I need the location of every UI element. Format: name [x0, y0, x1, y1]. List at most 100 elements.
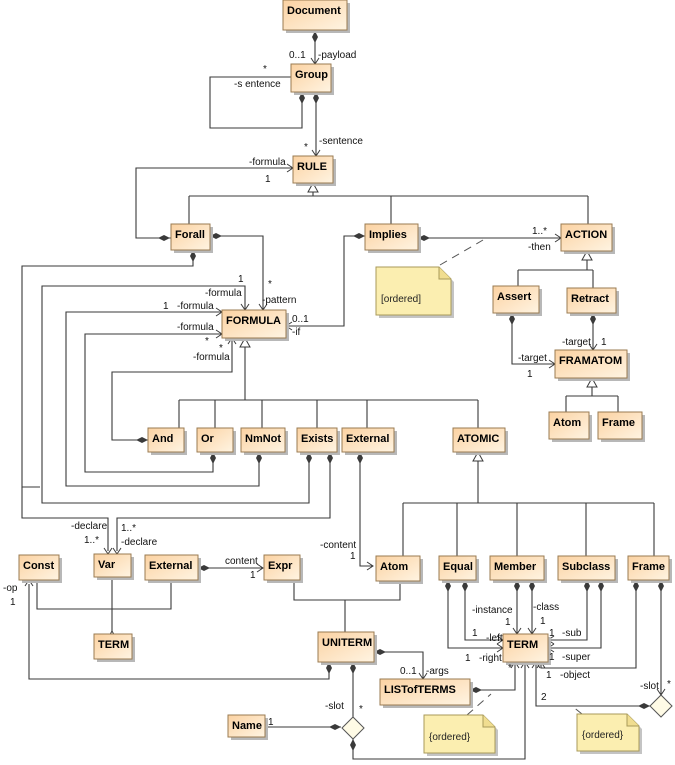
- label-instance-mult: 1: [505, 617, 511, 628]
- label-class-mult: 1: [540, 616, 546, 627]
- class-box: [292, 155, 334, 184]
- label-payload-mult: 0..1: [289, 50, 306, 61]
- edge-exists-declare: [116, 452, 331, 551]
- edge-uniterm-generalization: [293, 580, 401, 632]
- class-framatom[interactable]: FRAMATOM: [554, 349, 630, 381]
- class-equal[interactable]: Equal: [438, 555, 479, 583]
- class-assert[interactable]: Assert: [492, 285, 542, 316]
- class-implies[interactable]: Implies: [364, 223, 421, 253]
- class-name: Frame: [632, 561, 665, 573]
- label-atom-content-mult: 1: [350, 551, 356, 562]
- label-op-role: -op: [3, 583, 18, 594]
- class-action[interactable]: ACTION: [560, 223, 615, 254]
- class-name: Var: [98, 559, 116, 571]
- label-right-role: -right: [479, 653, 502, 664]
- edge-list-term: [470, 662, 516, 691]
- class-name: UNITERM: [322, 637, 372, 649]
- class-name: Or: [201, 433, 215, 445]
- label-instance-role: -instance: [472, 605, 513, 616]
- label-args-mult: 0..1: [400, 666, 417, 677]
- class-box: [290, 63, 332, 93]
- class-name[interactable]: Name: [227, 714, 268, 740]
- class-var[interactable]: Var: [93, 553, 134, 580]
- class-uniterm[interactable]: UNITERM: [317, 631, 377, 665]
- label-assert-target-role: -target: [518, 353, 547, 364]
- class-atom-fa[interactable]: Atom: [548, 411, 592, 442]
- class-box: [597, 411, 643, 440]
- class-box: [227, 714, 266, 738]
- class-nmnot[interactable]: NmNot: [240, 427, 288, 455]
- label-forall-formula-role: -formula: [249, 157, 286, 168]
- class-member[interactable]: Member: [489, 555, 547, 583]
- label-op-mult: 1: [10, 597, 16, 608]
- composition-diamond-icon: [329, 724, 341, 730]
- generalization-triangle-icon: [472, 450, 484, 462]
- label-retract-target-role: -target: [562, 337, 591, 348]
- label-super-role: -super: [562, 652, 591, 663]
- class-name: Implies: [369, 229, 407, 241]
- note-link-then: [439, 239, 484, 266]
- class-name: RULE: [297, 161, 327, 173]
- label-atom-content-role: -content: [320, 540, 356, 551]
- class-name: ACTION: [565, 229, 607, 241]
- edge-term-generalization: [36, 577, 172, 631]
- class-name: Retract: [571, 293, 609, 305]
- label-right-mult: 1: [465, 653, 471, 664]
- class-retract[interactable]: Retract: [566, 287, 619, 316]
- class-name: TERM: [98, 639, 129, 651]
- class-formula[interactable]: FORMULA: [221, 309, 289, 341]
- class-name: Name: [232, 720, 262, 732]
- edge-and-formula: [111, 338, 233, 441]
- label-content-mult: 1: [250, 570, 256, 581]
- class-exists[interactable]: Exists: [296, 427, 340, 455]
- edge-term-slot2: [535, 662, 650, 707]
- label-rule-sentence-role: -sentence: [319, 136, 363, 147]
- composition-diamond-icon: [353, 233, 365, 239]
- label-object-role: -object: [560, 670, 590, 681]
- class-atom[interactable]: Atom: [375, 555, 423, 584]
- label-payload-role: -payload: [318, 50, 356, 61]
- class-group[interactable]: Group: [290, 63, 334, 95]
- class-rule[interactable]: RULE: [292, 155, 336, 186]
- class-and[interactable]: And: [147, 427, 187, 455]
- class-frame-fa[interactable]: Frame: [597, 411, 645, 442]
- label-group-sentence-role: -s entence: [234, 79, 281, 90]
- class-box: [375, 555, 421, 582]
- markers-layer: [24, 31, 673, 751]
- note-listofterms: {ordered}: [423, 714, 498, 756]
- class-const[interactable]: Const: [18, 554, 62, 583]
- class-external-t[interactable]: External: [144, 554, 201, 583]
- class-name: Atom: [380, 561, 408, 573]
- class-forall[interactable]: Forall: [170, 223, 213, 253]
- edge-forall-pattern: [210, 235, 264, 310]
- class-term[interactable]: TERM: [502, 633, 551, 665]
- edge-group-self-sentence: [209, 76, 303, 129]
- label-if-role: -if: [292, 327, 301, 338]
- label-sub-role: -sub: [562, 628, 582, 639]
- label-frame-slot-mult: *: [667, 679, 671, 690]
- class-expr[interactable]: Expr: [263, 554, 303, 583]
- generalization-triangle-icon: [307, 181, 319, 193]
- class-listofterms[interactable]: LISTofTERMS: [379, 678, 473, 708]
- class-name: Document: [287, 5, 341, 17]
- class-atomic[interactable]: ATOMIC: [452, 427, 508, 455]
- label-super-mult: 1: [549, 652, 555, 663]
- class-box: [554, 349, 628, 379]
- class-term-left[interactable]: TERM: [93, 633, 135, 662]
- note-fold: [626, 714, 639, 727]
- label-f2-mult: 1: [163, 301, 169, 312]
- label-f2-role: -formula: [177, 301, 214, 312]
- note-body: [375, 266, 452, 316]
- label-declare1-mult: 1..*: [84, 535, 99, 546]
- class-or[interactable]: Or: [196, 427, 236, 455]
- class-box: [627, 555, 670, 581]
- label-f1-role: -formula: [205, 288, 242, 299]
- class-box: [452, 427, 506, 453]
- class-document[interactable]: Document: [282, 0, 350, 33]
- class-frame[interactable]: Frame: [627, 555, 672, 583]
- class-subclass[interactable]: Subclass: [557, 555, 618, 583]
- class-name: Expr: [268, 560, 293, 572]
- generalization-triangle-icon: [239, 336, 251, 348]
- class-external-f[interactable]: External: [341, 427, 397, 455]
